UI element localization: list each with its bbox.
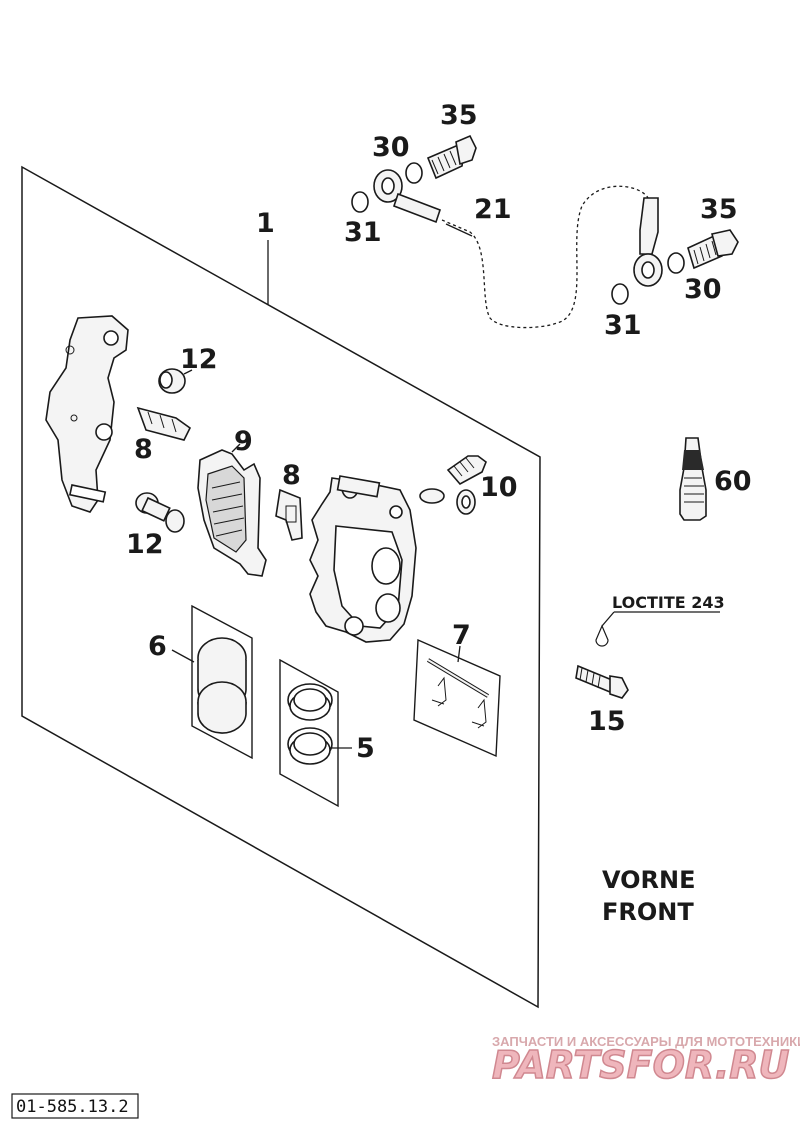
callout-12-lower: 12 bbox=[126, 529, 164, 560]
callout-30-upper: 30 bbox=[372, 132, 410, 163]
callout-6: 6 bbox=[148, 631, 167, 662]
callout-1: 1 bbox=[256, 208, 275, 239]
loctite-leader bbox=[601, 611, 615, 627]
assembly-board-outline bbox=[21, 165, 541, 1009]
callout-9: 9 bbox=[234, 426, 253, 457]
loctite-drop bbox=[595, 624, 609, 647]
pad-pin-kit bbox=[413, 638, 501, 758]
pad-spring-lower bbox=[275, 488, 303, 541]
callout-31-upper: 31 bbox=[344, 217, 382, 248]
orientation-label-en: FRONT bbox=[602, 898, 694, 926]
caliper-body bbox=[309, 475, 417, 643]
bleeder-valve bbox=[419, 455, 487, 515]
banjo-bolt-upper bbox=[426, 134, 477, 180]
banjo-fitting-upper bbox=[373, 169, 442, 224]
washer-30-upper bbox=[405, 162, 423, 184]
threadlocker-bottle bbox=[679, 437, 707, 521]
callout-5: 5 bbox=[356, 733, 375, 764]
washer-30-lower bbox=[667, 252, 685, 274]
callout-30-lower: 30 bbox=[684, 274, 722, 305]
mounting-bolt bbox=[575, 664, 629, 699]
brake-hose bbox=[441, 185, 649, 329]
callout-8-upper: 8 bbox=[134, 434, 153, 465]
banjo-fitting-lower bbox=[633, 197, 663, 287]
watermark-tagline: ЗАПЧАСТИ И АКСЕССУАРЫ ДЛЯ МОТОТЕХНИКИ bbox=[492, 1034, 800, 1049]
callout-60: 60 bbox=[714, 466, 752, 497]
piston-set bbox=[171, 604, 253, 760]
orientation-label-de: VORNE bbox=[602, 866, 696, 894]
loctite-note: LOCTITE 243 bbox=[612, 593, 725, 612]
seal-ring-set bbox=[279, 658, 352, 808]
callout-8-lower: 8 bbox=[282, 460, 301, 491]
watermark-logo: PARTSFOR.RU bbox=[492, 1043, 790, 1087]
drawing-code: 01-585.13.2 bbox=[16, 1097, 129, 1117]
washer-31-upper bbox=[351, 191, 369, 213]
bushing-upper bbox=[158, 368, 193, 394]
callout-35-lower: 35 bbox=[700, 194, 738, 225]
callout-21: 21 bbox=[474, 194, 512, 225]
callout-35-upper: 35 bbox=[440, 100, 478, 131]
callout-31-lower: 31 bbox=[604, 310, 642, 341]
callout-10: 10 bbox=[480, 472, 518, 503]
banjo-bolt-lower bbox=[687, 229, 739, 270]
washer-31-lower bbox=[611, 283, 629, 305]
brake-pad bbox=[197, 443, 267, 577]
callout-7: 7 bbox=[452, 620, 471, 651]
callout-12-upper: 12 bbox=[180, 344, 218, 375]
callout-15: 15 bbox=[588, 706, 626, 737]
guide-pin-lower bbox=[135, 492, 185, 533]
caliper-bracket bbox=[45, 315, 129, 513]
pad-spring-upper bbox=[136, 406, 192, 441]
drawing-code-box bbox=[11, 1093, 139, 1119]
